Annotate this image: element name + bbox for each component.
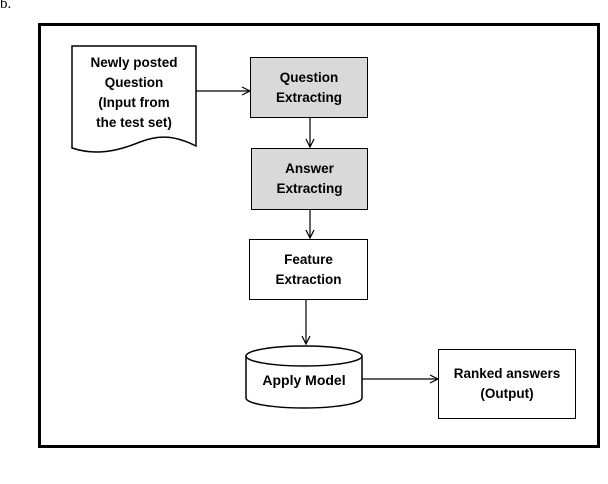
model-cylinder-body xyxy=(245,356,363,409)
answer-extracting-line-2: Extracting xyxy=(276,181,343,196)
input-line-1: Newly posted xyxy=(90,55,178,70)
answer-extracting-box: Answer Extracting xyxy=(251,148,368,210)
ranked-answers-line-2: (Output) xyxy=(480,386,534,401)
diagram-frame xyxy=(38,23,600,448)
feature-extraction-box: Feature Extraction xyxy=(249,239,368,300)
model-cylinder-top xyxy=(245,345,363,367)
input-line-4: the test set) xyxy=(96,115,172,130)
ranked-answers-box: Ranked answers (Output) xyxy=(438,349,576,419)
stray-caption-fragment: b. xyxy=(0,0,12,12)
question-extracting-line-1: Question xyxy=(279,69,339,85)
input-line-2: Question xyxy=(104,75,164,90)
feature-extraction-line-2: Extraction xyxy=(275,271,342,287)
input-document-shape xyxy=(71,45,197,153)
ranked-answers-line-1: Ranked answers xyxy=(453,366,561,381)
question-extracting-line-2: Extracting xyxy=(275,89,343,105)
question-extracting-box: Question Extracting xyxy=(250,57,368,118)
input-document-text: Newly posted Question (Input from the te… xyxy=(72,50,196,136)
apply-model-label: Apply Model xyxy=(262,372,346,388)
answer-extracting-line-1: Answer xyxy=(285,161,334,176)
feature-extraction-line-1: Feature xyxy=(284,251,333,267)
input-line-3: (Input from xyxy=(98,95,170,110)
